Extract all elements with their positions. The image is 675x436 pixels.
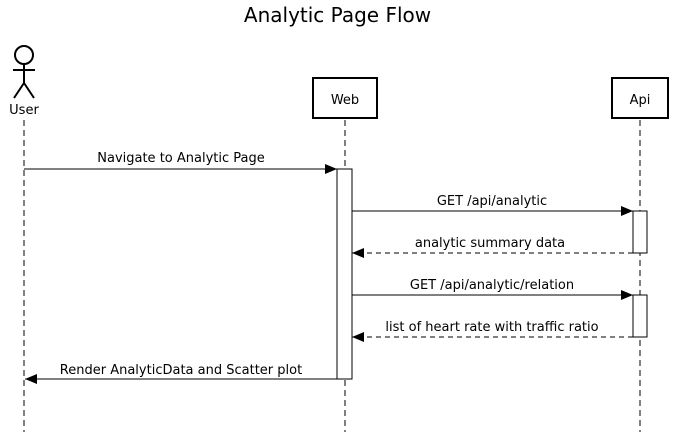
message-get-analytic-label: GET /api/analytic	[437, 194, 547, 209]
message-heart-rate-list: list of heart rate with traffic ratio	[352, 320, 633, 342]
message-navigate-label: Navigate to Analytic Page	[97, 151, 265, 166]
message-get-analytic: GET /api/analytic	[352, 194, 633, 216]
user-actor: User	[9, 45, 39, 118]
message-get-relation: GET /api/analytic/relation	[352, 278, 633, 300]
message-render-label: Render AnalyticData and Scatter plot	[60, 363, 302, 378]
web-activation-bar	[336, 168, 353, 380]
message-get-relation-label: GET /api/analytic/relation	[410, 278, 574, 293]
message-heart-rate-list-label: list of heart rate with traffic ratio	[385, 320, 598, 335]
api-activation-bar-1	[632, 210, 648, 254]
user-actor-icon	[13, 45, 35, 99]
message-render: Render AnalyticData and Scatter plot	[25, 363, 337, 384]
web-participant: Web	[312, 77, 378, 119]
api-participant-label: Api	[630, 93, 651, 108]
web-participant-label: Web	[331, 93, 359, 108]
message-summary-data: analytic summary data	[352, 236, 633, 258]
diagram-title: Analytic Page Flow	[244, 3, 431, 27]
api-activation-bar-2	[632, 294, 648, 338]
api-participant-box	[611, 77, 669, 119]
message-navigate: Navigate to Analytic Page	[24, 151, 337, 174]
web-participant-box	[312, 77, 378, 119]
message-summary-data-label: analytic summary data	[415, 236, 565, 251]
api-participant: Api	[611, 77, 669, 119]
user-actor-label: User	[9, 103, 39, 118]
